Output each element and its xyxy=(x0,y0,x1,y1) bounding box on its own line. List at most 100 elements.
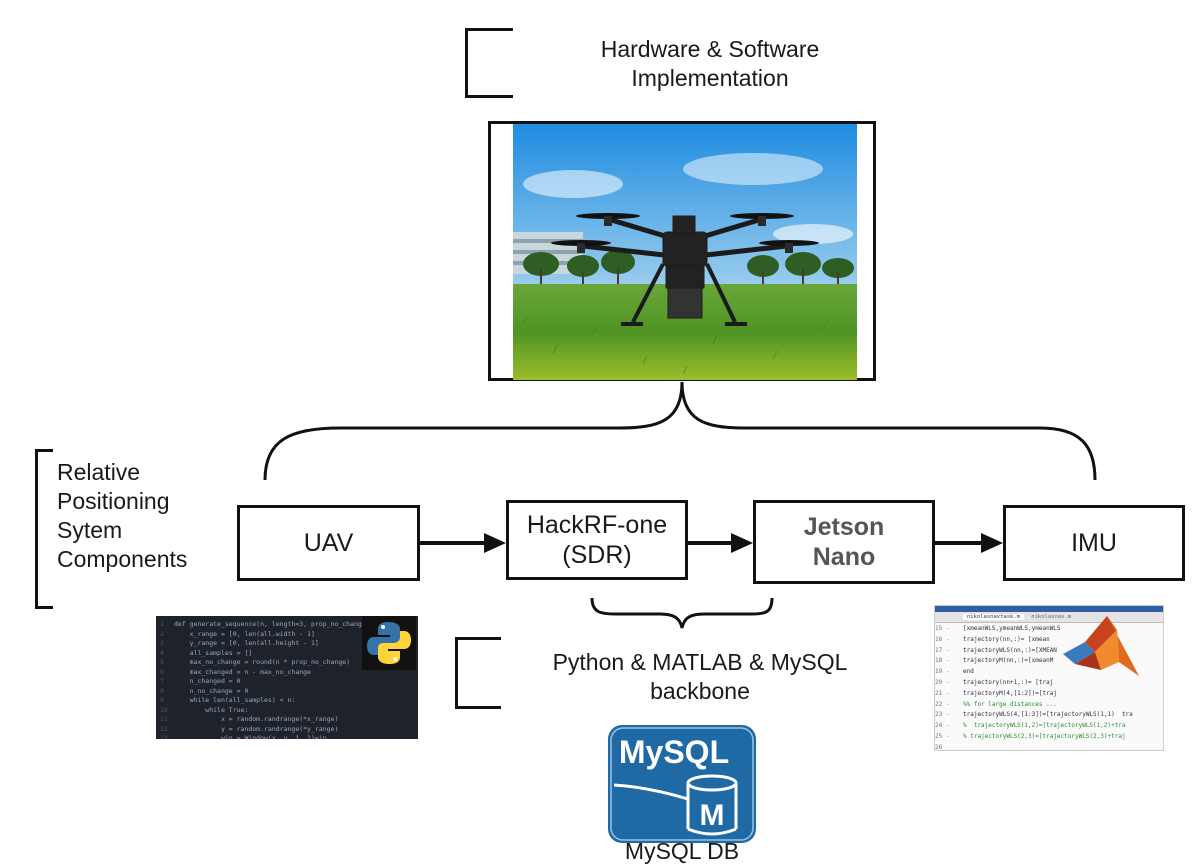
code-line: 8 n_no_change = 0 xyxy=(160,687,418,697)
line-number: 25 - xyxy=(935,732,950,740)
jetson-label-line1: Jetson xyxy=(803,513,885,541)
mysql-logo: MySQL M xyxy=(608,725,756,843)
code-text: trajectory(nn+1,:)= [traj xyxy=(963,678,1054,686)
line-number: 13 xyxy=(160,734,168,739)
line-number: 12 xyxy=(160,724,168,733)
line-number: 5 xyxy=(160,658,164,666)
matlab-tabs: nikolasnavtask.m nikolasnav.m xyxy=(935,612,1163,623)
matlab-code-line: 18 - trajectoryM(nn,:)=[xmeanM xyxy=(935,656,1163,667)
line-number: 16 - xyxy=(935,635,950,643)
matlab-logo xyxy=(1063,616,1139,676)
backbone-brace xyxy=(590,597,774,629)
code-text: n_changed = 0 xyxy=(174,677,241,685)
mysql-caption: MySQL DB xyxy=(624,838,740,864)
imu-label: IMU xyxy=(1071,529,1117,557)
hardware-label-line1: Hardware & Software xyxy=(600,36,820,62)
code-line: 6 max_changed = n - max_no_change xyxy=(160,668,418,678)
matlab-code-line: 24 - % trajectoryWLS(1,2)=[trajectoryWLS(… xyxy=(935,721,1163,732)
matlab-code-line: 20 - trajectory(nn+1,:)= [traj xyxy=(935,678,1163,689)
code-line: 9 while len(all_samples) < n: xyxy=(160,696,418,706)
matlab-code-line: 16 -trajectory(nn,:)= [xmean xyxy=(935,635,1163,646)
positioning-bracket xyxy=(35,449,53,609)
positioning-label: Relative Positioning Sytem Components xyxy=(57,458,227,574)
line-number: 24 - xyxy=(935,722,950,730)
mysql-logo-letter: M xyxy=(700,799,725,832)
line-number: 23 - xyxy=(935,711,950,719)
line-number: 18 - xyxy=(935,657,950,665)
code-text: n_no_change = 0 xyxy=(174,686,249,695)
code-text: trajectoryM(nn,:)=[xmeanM xyxy=(963,657,1054,665)
code-line: 4 all_samples = [] xyxy=(160,649,418,659)
hardware-label: Hardware & Software Implementation xyxy=(540,35,880,93)
line-number: 20 - xyxy=(935,678,950,686)
jetson-node: Jetson Nano xyxy=(753,500,935,584)
matlab-code-line: 25 - % trajectoryWLS(2,3)=[trajectoryWLS(… xyxy=(935,732,1163,743)
line-number: 17 - xyxy=(935,646,950,654)
flow-arrows xyxy=(420,533,1003,553)
matlab-tab-2[interactable]: nikolasnav.m xyxy=(1031,614,1072,620)
line-number: 19 - xyxy=(935,668,950,676)
matlab-tab-1[interactable]: nikolasnavtask.m xyxy=(963,614,1024,620)
python-logo xyxy=(362,616,416,670)
code-text: x_range = [0, len(all.width - 1] xyxy=(174,629,315,638)
hardware-bracket xyxy=(465,28,513,98)
code-line: 13 win = Window(x, y, 1, 1)=ip xyxy=(160,734,418,739)
sdr-node: HackRF-one (SDR) xyxy=(506,500,688,580)
code-line: 12 y = random.randrange(*y_range) xyxy=(160,725,418,735)
uav-node: UAV xyxy=(237,505,420,581)
matlab-code-line: 22 - %% for large distances ... xyxy=(935,700,1163,711)
drone-photo xyxy=(513,124,857,380)
mysql-logo-text: MySQL xyxy=(619,734,729,770)
code-line: 3 y_range = [0, len(all.height - 1] xyxy=(160,639,418,649)
code-text: win = Window(x, y, 1, 1)=ip xyxy=(174,734,327,739)
hardware-label-line2: Implementation xyxy=(631,65,789,91)
line-number: 7 xyxy=(160,677,164,685)
code-text: while True: xyxy=(174,705,249,714)
line-number: 8 xyxy=(160,686,164,695)
positioning-label-line4: Components xyxy=(57,546,188,572)
code-text: x = random.randrange(*x_range) xyxy=(174,715,339,723)
drone-photo-frame xyxy=(488,121,876,381)
positioning-label-line2: Positioning xyxy=(57,488,170,514)
code-text: y_range = [0, len(all.height - 1] xyxy=(174,639,319,647)
line-number: 2 xyxy=(160,629,164,638)
line-number: 15 - xyxy=(935,625,950,632)
line-number: 21 - xyxy=(935,689,950,697)
jetson-label-line2: Nano xyxy=(812,543,876,571)
code-line: 2 x_range = [0, len(all.width - 1] xyxy=(160,630,418,640)
backbone-bracket xyxy=(455,637,501,709)
line-number: 26 xyxy=(935,743,943,751)
line-number: 1 xyxy=(160,620,164,628)
code-text: %% for large distances ... xyxy=(963,700,1057,708)
matlab-titlebar xyxy=(935,606,1163,612)
code-text: trajectoryWLS(nn,:)=[XMEAN xyxy=(963,646,1057,654)
positioning-label-line3: Sytem xyxy=(57,517,123,543)
imu-node: IMU xyxy=(1003,505,1185,581)
component-brace xyxy=(263,381,1097,481)
matlab-code-line: 23 -trajectoryWLS(4,[1:3])=[trajectoryWL… xyxy=(935,710,1163,721)
code-text: % trajectoryWLS(1,2)=[trajectoryWLS(1,2)… xyxy=(963,722,1126,730)
code-line: 7 n_changed = 0 xyxy=(160,677,418,687)
matlab-code-line: 26 xyxy=(935,743,1163,751)
line-number: 22 - xyxy=(935,700,950,708)
line-number: 10 xyxy=(160,705,168,714)
sdr-label-line1: HackRF-one xyxy=(526,511,668,539)
backbone-label-line1: Python & MATLAB & MySQL xyxy=(552,649,848,675)
code-text: % trajectoryWLS(2,3)=[trajectoryWLS(2,3)… xyxy=(963,732,1126,740)
code-text: trajectoryM(4,[1:2])=[traj xyxy=(963,689,1057,697)
line-number: 4 xyxy=(160,648,164,657)
code-text: end xyxy=(963,668,974,676)
sdr-label-line2: (SDR) xyxy=(562,541,632,569)
backbone-label: Python & MATLAB & MySQL backbone xyxy=(505,648,895,706)
matlab-code-line: 17 - trajectoryWLS(nn,:)=[XMEAN xyxy=(935,646,1163,657)
line-number: 11 xyxy=(160,715,168,723)
matlab-code-line: 15 - [xmeanWLS,ymeanWLS,ymeanWLS xyxy=(935,624,1163,635)
code-text: max_changed = n - max_no_change xyxy=(174,667,311,676)
code-text: all_samples = [] xyxy=(174,648,253,657)
code-text: [xmeanWLS,ymeanWLS,ymeanWLS xyxy=(963,625,1061,632)
